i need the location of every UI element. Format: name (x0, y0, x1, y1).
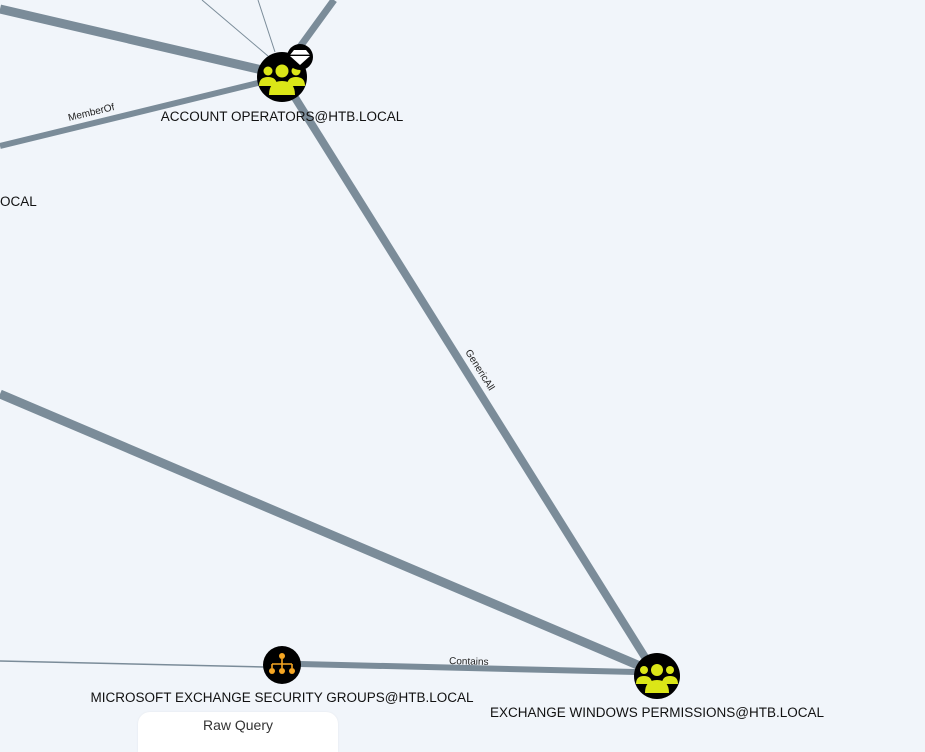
node-label-offscreen-left: OCAL (0, 194, 37, 209)
edge-label-contains: Contains (449, 656, 489, 668)
node-label-account-operators: ACCOUNT OPERATORS@HTB.LOCAL (161, 109, 404, 124)
edge-thin-from-top-2[interactable] (257, 0, 276, 53)
node-exchange-windows-permissions[interactable] (634, 653, 680, 699)
node-label-exchange-windows-permissions: EXCHANGE WINDOWS PERMISSIONS@HTB.LOCAL (490, 705, 824, 720)
node-microsoft-exchange-security-groups[interactable] (263, 646, 301, 684)
edge-contains[interactable] (299, 661, 637, 675)
node-account-operators[interactable] (257, 44, 313, 102)
edge-memberof[interactable] (0, 79, 263, 149)
org-unit-icon (269, 653, 295, 674)
node-label-microsoft-exchange-security-groups: MICROSOFT EXCHANGE SECURITY GROUPS@HTB.L… (90, 690, 474, 705)
edge-thin-from-top-1[interactable] (201, 0, 269, 57)
edge-thick-from-left[interactable] (0, 389, 642, 671)
edge-thin-from-left[interactable] (0, 660, 265, 668)
raw-query-button[interactable]: Raw Query (138, 712, 338, 752)
edge-thick-from-top-left[interactable] (0, 4, 264, 75)
group-icon (636, 664, 678, 693)
edges (0, 0, 652, 675)
high-value-diamond-icon (287, 44, 313, 70)
edge-genericall[interactable] (290, 93, 652, 665)
